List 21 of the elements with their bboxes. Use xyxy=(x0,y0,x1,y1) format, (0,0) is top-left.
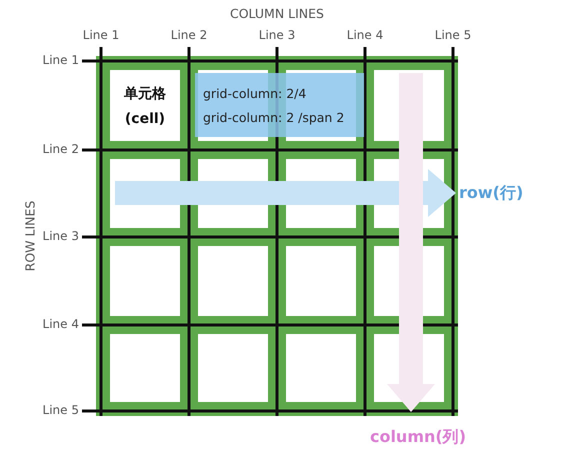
line-number: Line 1 xyxy=(82,28,120,42)
line-number: Line 2 xyxy=(170,28,208,42)
cell-label: (cell) xyxy=(124,110,166,126)
code-text: grid-column: 2 /span 2 xyxy=(203,110,346,124)
arrow xyxy=(115,169,456,217)
row-label: row(行) xyxy=(459,182,524,204)
line-number: Line 2 xyxy=(42,142,79,156)
code-text: grid-column: 2/4 xyxy=(203,86,308,100)
code-box xyxy=(195,73,364,137)
line-number: Line 3 xyxy=(258,28,296,42)
line-number: Line 1 xyxy=(42,53,79,67)
line-number: Line 4 xyxy=(346,28,384,42)
column-label: column(列) xyxy=(370,426,466,448)
line-number: Line 5 xyxy=(434,28,472,42)
line-number: Line 3 xyxy=(42,229,79,243)
arrow xyxy=(387,73,435,412)
cell-label: 单元格 xyxy=(124,84,166,102)
axis-title: ROW LINES xyxy=(22,200,38,272)
line-number: Line 4 xyxy=(42,317,79,331)
line-number: Line 5 xyxy=(42,403,79,417)
axis-title: COLUMN LINES xyxy=(230,6,324,21)
